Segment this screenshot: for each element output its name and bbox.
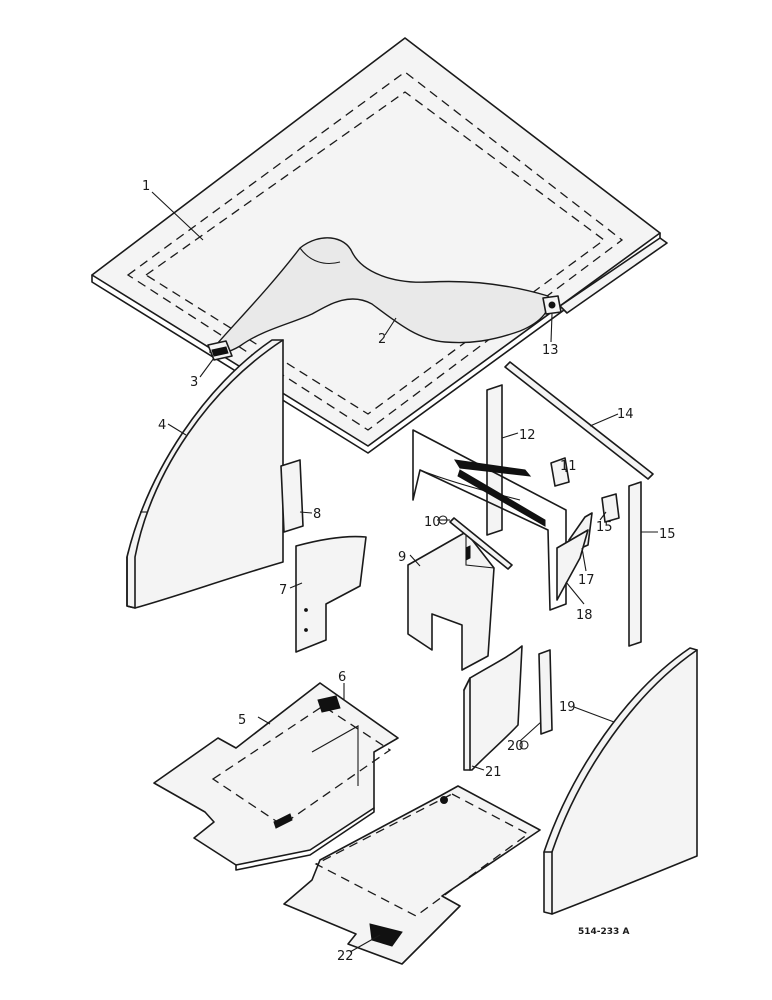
callout-2: 2 [378,332,386,347]
callout-3: 3 [190,375,198,390]
callout-14: 14 [617,407,634,422]
callout-19: 19 [559,700,576,715]
callout-13: 13 [542,343,559,358]
part-3-clip [207,340,233,361]
callout-21: 21 [485,765,502,780]
callout-1: 1 [142,179,150,194]
callout-20: 20 [507,739,524,754]
callout-12: 12 [519,428,536,443]
callout-6: 6 [338,670,346,685]
drawing-reference-code: 514-233 A [578,927,629,937]
part-20-vertical-strip [538,649,553,735]
callout-5: 5 [238,713,246,728]
part-4-left-fender-panel [126,339,284,609]
callout-17: 17 [578,573,595,588]
marker-10 [438,515,448,525]
part-21-side-trim-panel [463,645,523,771]
part-19-right-fender-panel [543,647,698,915]
callout-10: 10 [424,515,441,530]
part-18-bracket [556,529,589,601]
part-2-insulation [208,237,550,355]
part-10-rod [449,517,513,570]
leader-lines [151,191,658,953]
part-14-top-rail [504,361,654,480]
part-8-small-panel [280,459,304,533]
callout-18: 18 [576,608,593,623]
callout-8: 8 [313,507,321,522]
part-22-rear-floor-mat [283,785,541,965]
part-11-clip [550,457,570,487]
callout-9: 9 [398,550,406,565]
part-1-roof-panel [91,37,668,454]
callout-11: 11 [560,459,577,474]
callout-15-left: 15 [596,520,613,535]
callout-22: 22 [337,949,354,964]
part-12-center-strip [486,384,503,536]
part-5-front-floor-mat [153,682,399,871]
callout-labels: 1 2 3 4 5 6 7 8 9 10 11 12 13 14 15 15 1… [142,179,676,964]
part-15b-vertical-strip [628,481,642,647]
part-7-trim-panel [295,535,367,653]
marker-20 [519,740,529,750]
part-9-console-panel [407,531,495,671]
callout-4: 4 [158,418,166,433]
part-15a-clip [601,493,620,523]
callout-7: 7 [279,583,287,598]
part-rear-bulkhead-frame [412,429,567,611]
callout-15-right: 15 [659,527,676,542]
part-13-clip [542,295,562,315]
